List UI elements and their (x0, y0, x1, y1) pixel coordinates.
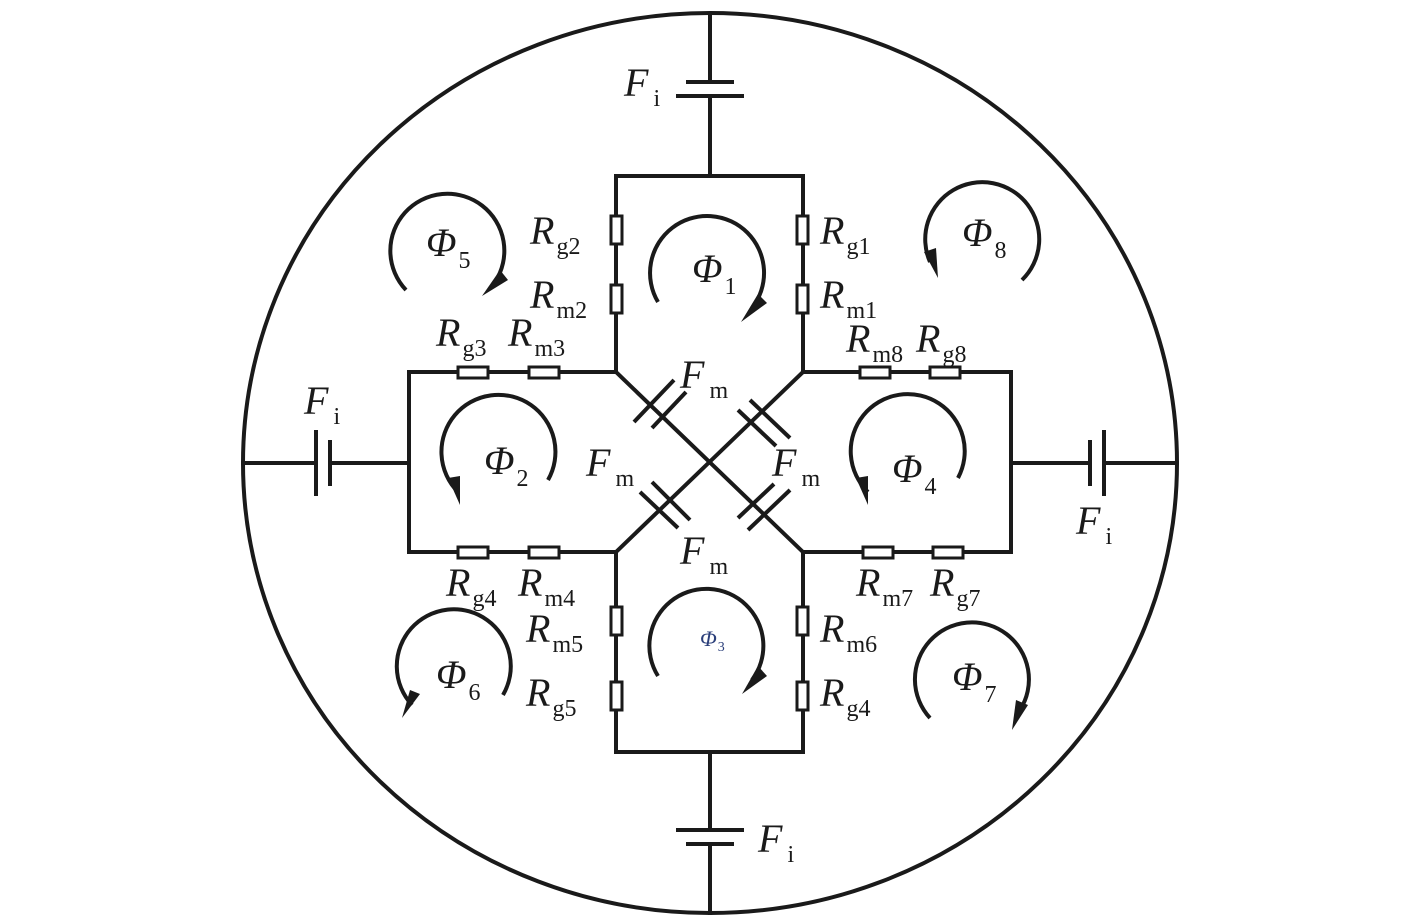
label-rg4-left: Rg4 (445, 560, 496, 612)
fm-source-lower-right (736, 482, 792, 532)
label-rm8: Rm8 (845, 316, 903, 368)
resistor-rg2 (609, 214, 624, 246)
resistor-rm7 (861, 545, 895, 560)
label-rm1: Rm1 (819, 272, 877, 324)
flux-loops (388, 180, 1042, 730)
label-phi8: Φ8 (962, 210, 1006, 264)
resistor-rm6 (795, 605, 810, 637)
resistor-rg4-left (456, 545, 490, 560)
fm-source-upper-left (632, 378, 688, 430)
label-phi4: Φ4 (892, 446, 936, 500)
resistor-rg1 (795, 214, 810, 246)
label-rm2: Rm2 (529, 272, 587, 324)
fi-source-top (676, 80, 744, 98)
resistor-rg7 (931, 545, 965, 560)
label-rg1: Rg1 (819, 208, 870, 260)
resistor-rg3 (456, 365, 490, 380)
fi-source-bottom (676, 828, 744, 846)
resistors (456, 214, 965, 712)
label-phi5: Φ5 (426, 220, 470, 274)
resistor-rg5 (609, 680, 624, 712)
label-rm3: Rm3 (507, 310, 565, 362)
resistor-rg4-right (795, 680, 810, 712)
label-rg4-right: Rg4 (819, 670, 870, 722)
label-rm7: Rm7 (855, 560, 913, 612)
label-phi6: Φ6 (436, 652, 480, 706)
label-rg7: Rg7 (929, 560, 980, 612)
label-rm6: Rm6 (819, 606, 877, 658)
label-phi2: Φ2 (484, 438, 528, 492)
label-rg2: Rg2 (529, 208, 580, 260)
fi-source-right (1088, 430, 1106, 496)
label-phi3: Φ3 (700, 626, 725, 655)
label-rm4: Rm4 (517, 560, 575, 612)
resistor-rm3 (527, 365, 561, 380)
label-rg5: Rg5 (525, 670, 576, 722)
fi-source-left (314, 430, 332, 496)
label-rg3: Rg3 (435, 310, 486, 362)
fm-source-upper-right (736, 398, 792, 448)
resistor-rm4 (527, 545, 561, 560)
resistor-rm1 (795, 283, 810, 315)
resistor-rm2 (609, 283, 624, 315)
label-rm5: Rm5 (525, 606, 583, 658)
resistor-rm5 (609, 605, 624, 637)
label-rg8: Rg8 (915, 316, 966, 368)
fm-source-lower-left (638, 480, 692, 530)
circuit-wires (241, 12, 1179, 915)
label-phi1: Φ1 (692, 246, 736, 300)
resistor-rg8 (928, 365, 962, 380)
resistor-rm8 (858, 365, 892, 380)
label-phi7: Φ7 (952, 654, 996, 708)
